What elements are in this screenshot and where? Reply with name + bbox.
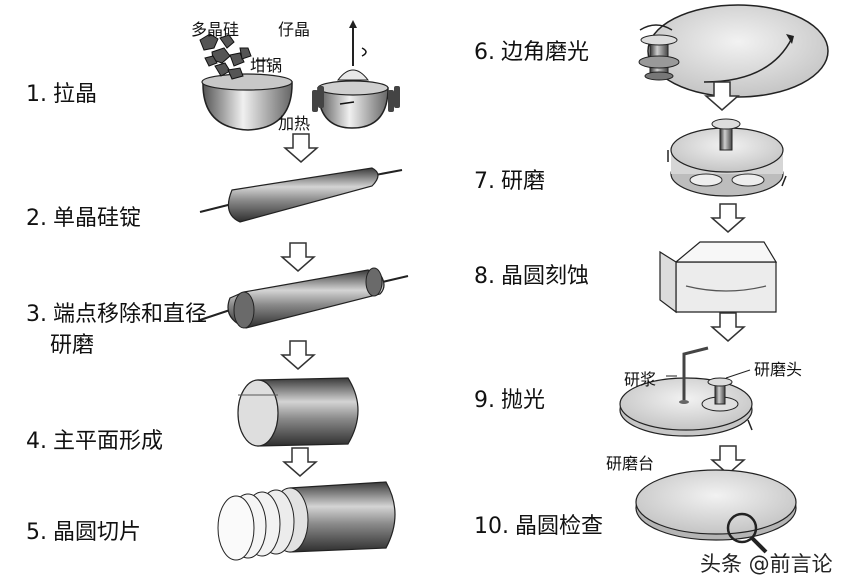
step-9-label: 9.抛光 xyxy=(474,388,546,413)
step-3-label: 3.端点移除和直径 xyxy=(26,302,208,327)
polysilicon-callout: 多晶硅 xyxy=(191,20,240,39)
sliced-ingot-illustration xyxy=(217,481,396,561)
crucible-illustration xyxy=(199,20,400,131)
lapping-illustration xyxy=(667,118,787,197)
ground-ingot-illustration xyxy=(199,267,409,329)
step-10-label: 10.晶圆检查 xyxy=(474,514,604,539)
ingot-illustration xyxy=(199,167,403,223)
step-8-label: 8.晶圆刻蚀 xyxy=(474,264,590,289)
heater-coils xyxy=(312,86,400,112)
step-7-label: 7.研磨 xyxy=(474,169,546,194)
polish-table-callout: 研磨台 xyxy=(606,454,655,473)
polish-head-callout: 研磨头 xyxy=(754,360,803,379)
step-4-label: 4.主平面形成 xyxy=(26,429,164,454)
crucible-callout: 坩锅 xyxy=(250,56,283,75)
slurry-callout: 研浆 xyxy=(624,370,657,389)
step-5-label: 5.晶圆切片 xyxy=(26,520,142,545)
polishing-illustration xyxy=(619,346,753,437)
edge-rounding-illustration xyxy=(638,4,829,98)
step-6-label: 6.边角磨光 xyxy=(474,40,590,65)
step-1-label: 1.拉晶 xyxy=(26,82,98,107)
inspection-illustration xyxy=(635,469,797,554)
step-2-label: 2.单晶硅锭 xyxy=(26,206,142,231)
heating-callout: 加热 xyxy=(278,114,311,133)
flat-ingot-illustration xyxy=(237,377,359,447)
polysilicon-chunks xyxy=(199,33,252,80)
watermark: 头条 @前言论 xyxy=(700,552,833,576)
seed-crystal-callout: 仔晶 xyxy=(278,20,311,39)
step-3-label-line2: 研磨 xyxy=(50,333,95,358)
etch-tank-illustration xyxy=(659,241,778,314)
